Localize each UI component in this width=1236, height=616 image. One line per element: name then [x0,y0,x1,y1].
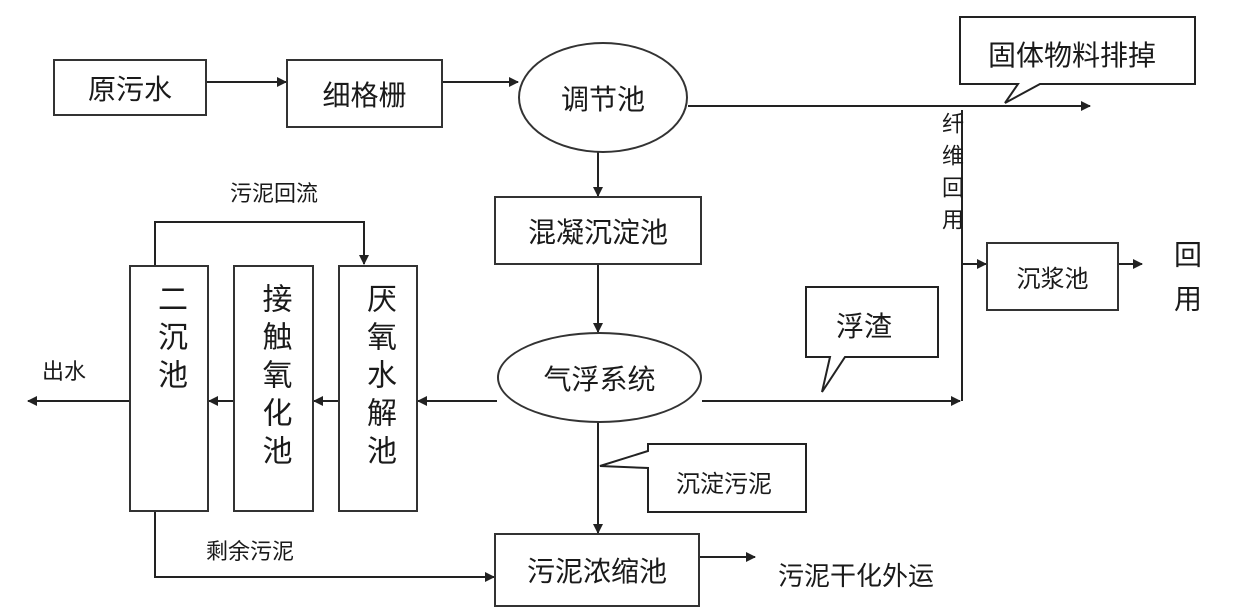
label-effluent: 出水 [42,360,87,385]
callout-scum-shape [805,286,939,393]
arrow-excess-sludge [154,512,495,582]
node-anaerobic-hydrolysis: 厌氧水解池 [338,265,418,512]
callout-settled-sludge-text: 沉淀污泥 [676,470,772,498]
callout-solid-discharge-shape [959,16,1196,104]
label-sludge-dry-out: 污泥干化外运 [778,562,935,592]
arrow-sludge-return [154,221,369,265]
callout-settled-sludge-shape [599,443,807,513]
label-excess-sludge: 剩余污泥 [206,540,295,565]
node-fine-grille: 细格栅 [286,59,443,128]
node-pulp-tank: 沉浆池 [986,242,1119,311]
node-raw-sewage: 原污水 [53,59,207,116]
callout-scum-text: 浮渣 [836,310,893,343]
node-coagulation-tank: 混凝沉淀池 [494,196,702,265]
node-contact-oxidation: 接触氧化池 [233,265,314,512]
label-sludge-return: 污泥回流 [230,182,319,207]
node-air-flotation: 气浮系统 [497,332,702,423]
callout-solid-discharge-text: 固体物料排掉 [988,39,1157,72]
node-equalization-tank: 调节池 [518,42,688,153]
label-fiber-reuse: 纤维回用 [938,112,963,240]
label-reuse: 回用 [1170,240,1203,328]
node-sludge-thickener: 污泥浓缩池 [494,533,700,607]
node-secondary-clarifier: 二沉池 [129,265,209,512]
